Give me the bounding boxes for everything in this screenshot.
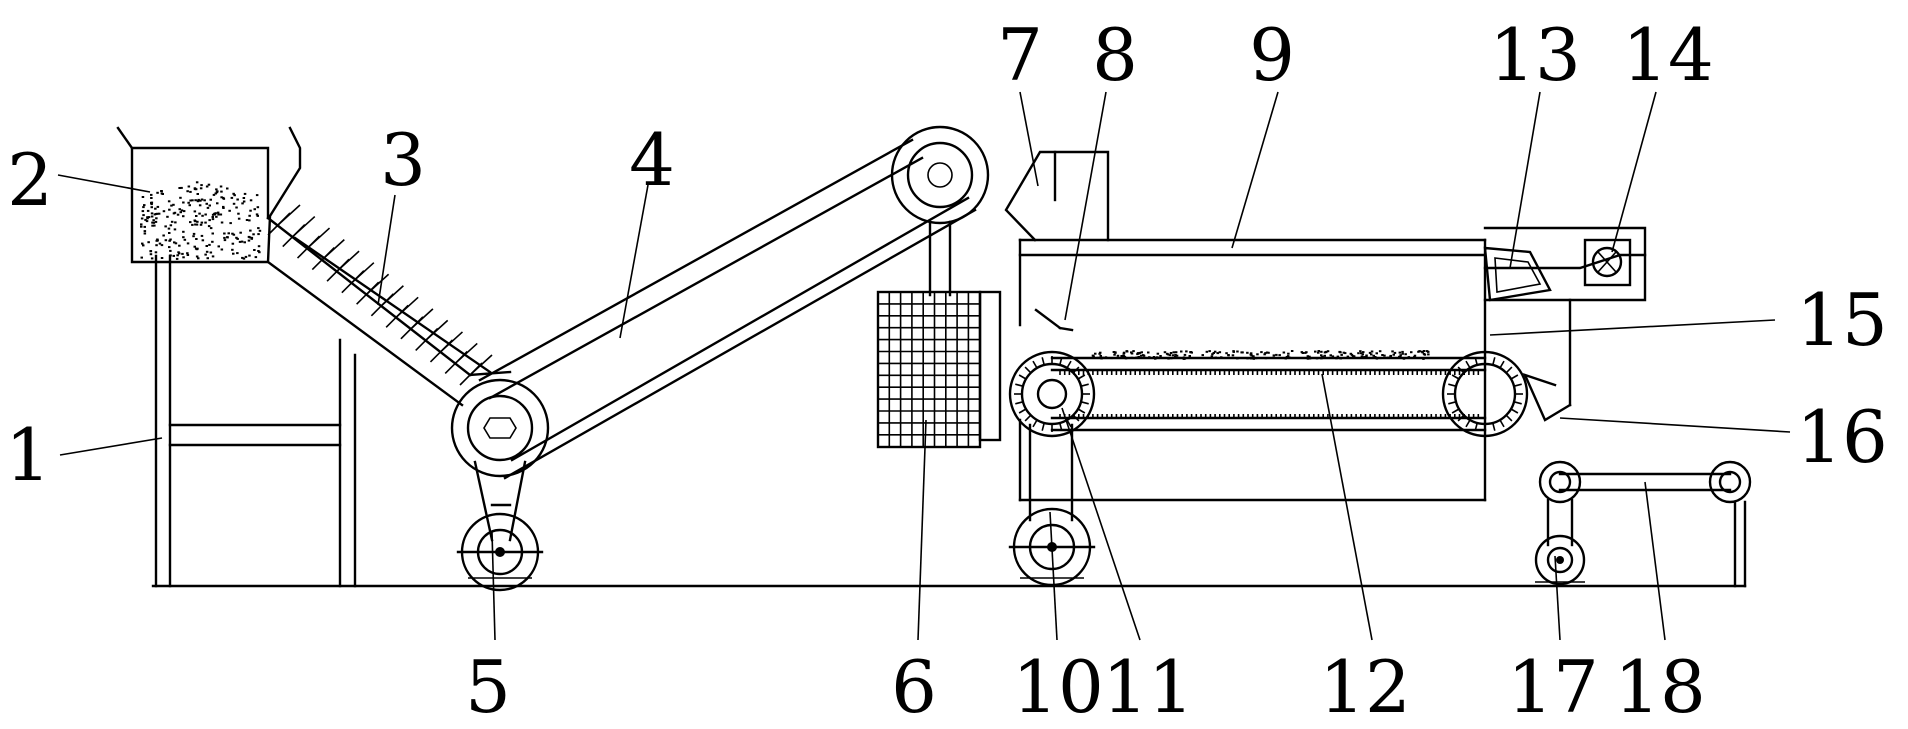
- feed-inlet: [1004, 150, 1110, 242]
- callout-7: 7: [997, 13, 1043, 97]
- conveyor-gears: [1014, 356, 1523, 432]
- leader-lines: [57, 91, 1791, 641]
- chute-mesh: [267, 204, 493, 386]
- callout-2: 2: [7, 138, 53, 222]
- callout-labels: 1 2 3 4 5 6 7 8 9 10 11 12 13 14 15 16 1…: [5, 13, 1888, 729]
- right-housing: [1483, 226, 1647, 422]
- inclined-chute: [266, 216, 512, 407]
- fan-14: [1583, 238, 1632, 287]
- inclined-conveyor: [450, 125, 990, 480]
- callout-16: 16: [1796, 395, 1888, 479]
- deflector-plate: [1034, 308, 1074, 332]
- processing-box: [1018, 238, 1487, 502]
- callout-11: 11: [1102, 645, 1194, 729]
- grid-screen: [876, 290, 1002, 449]
- filter-13: [1483, 246, 1552, 302]
- callout-1: 1: [5, 413, 51, 497]
- callout-13: 13: [1489, 13, 1581, 97]
- support-frame: [154, 254, 357, 588]
- small-conveyor: [1538, 460, 1752, 588]
- callout-5: 5: [465, 645, 511, 729]
- callout-15: 15: [1796, 278, 1888, 362]
- callout-10: 10: [1012, 645, 1104, 729]
- callout-6: 6: [891, 645, 937, 729]
- hopper: [116, 126, 302, 264]
- conveyor-material: [1059, 350, 1480, 418]
- motor-17: [1534, 498, 1586, 586]
- callout-14: 14: [1622, 13, 1714, 97]
- hopper-granules: [140, 181, 262, 260]
- callout-8: 8: [1092, 13, 1138, 97]
- callout-3: 3: [380, 118, 426, 202]
- motor-5: [456, 460, 544, 592]
- callout-12: 12: [1319, 645, 1411, 729]
- callout-4: 4: [629, 118, 675, 202]
- callout-17: 17: [1507, 645, 1599, 729]
- callout-9: 9: [1249, 13, 1295, 97]
- callout-18: 18: [1614, 645, 1706, 729]
